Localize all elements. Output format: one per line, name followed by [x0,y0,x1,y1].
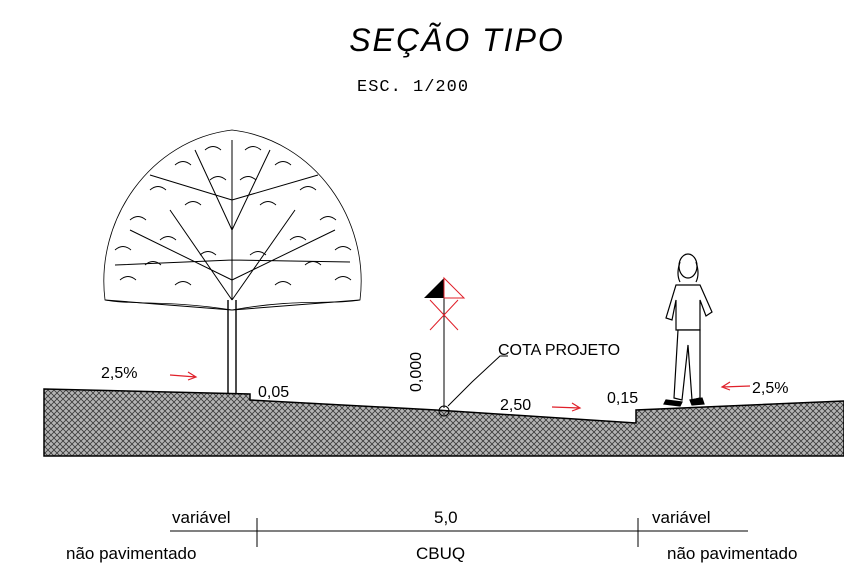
cota-projeto-label: COTA PROJETO [498,342,621,359]
scale-label: ESC. 1/200 [357,78,470,97]
right-dimension-label: variável [652,508,711,527]
right-surface-label: não pavimentado [667,544,798,563]
right-slope-label: 2,5% [752,380,789,397]
level-value-label: 0,000 [408,351,425,392]
left-slope-label: 2,5% [101,365,138,382]
left-step-label: 0,05 [258,384,290,401]
right-step-label: 0,15 [607,390,639,407]
center-dimension-label: 5,0 [434,508,458,527]
tree-illustration [103,129,362,393]
dimension-lines [170,518,748,547]
slope-arrows [169,371,751,412]
drawing-title: SEÇÃO TIPO [349,22,565,58]
level-marker [424,276,508,417]
center-slope-label: 2,50 [500,397,532,414]
center-surface-label: CBUQ [416,544,466,563]
person-illustration [663,253,713,407]
left-dimension-label: variável [172,508,231,527]
ground-section [43,388,844,457]
left-surface-label: não pavimentado [66,544,197,563]
